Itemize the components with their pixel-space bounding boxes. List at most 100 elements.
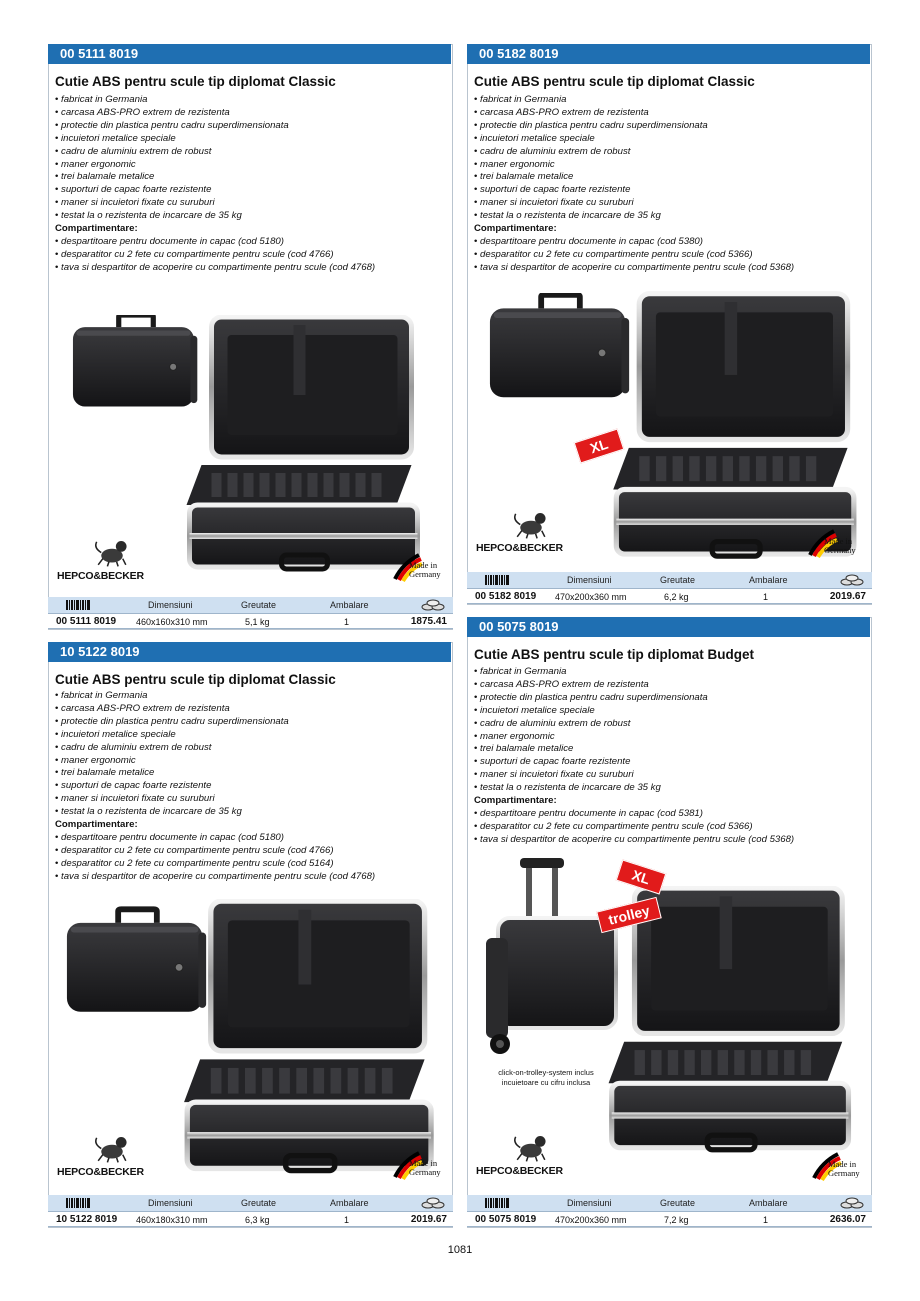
weight-value: 5,1 kg — [245, 617, 270, 627]
dog-logo-icon — [508, 1130, 554, 1162]
spec-table-header: Dimensiuni Greutate Ambalare — [48, 1195, 453, 1211]
feature-item: maner ergonomic — [474, 731, 865, 744]
barcode-icon — [485, 575, 509, 585]
dimensions-label: Dimensiuni — [148, 1198, 193, 1208]
dimensions-label: Dimensiuni — [567, 575, 612, 585]
spec-table-header: Dimensiuni Greutate Ambalare — [467, 1195, 872, 1211]
made-in-germany-badge: Made in Germany — [393, 553, 451, 589]
feature-item: cadru de aluminiu extrem de robust — [55, 146, 446, 159]
dimensions-value: 470x200x360 mm — [555, 592, 627, 602]
feature-item: trei balamale metalice — [474, 743, 865, 756]
coins-icon — [840, 1197, 864, 1209]
price: 2019.67 — [829, 591, 866, 602]
feature-item: protectie din plastica pentru cadru supe… — [474, 120, 865, 133]
product-title: Cutie ABS pentru scule tip diplomat Budg… — [474, 647, 755, 662]
page-number: 1081 — [447, 1244, 473, 1256]
open-case-image — [177, 899, 437, 1177]
coins-icon — [421, 1197, 445, 1209]
coins-icon — [840, 574, 864, 586]
packaging-label: Ambalare — [330, 600, 369, 610]
spec-table-header: Dimensiuni Greutate Ambalare — [48, 597, 453, 613]
packaging-label: Ambalare — [330, 1198, 369, 1208]
spec-table-row: 00 5111 8019 460x160x310 mm 5,1 kg 1 187… — [48, 613, 453, 629]
brand-name: HEPCO&BECKER — [57, 570, 144, 582]
packaging-value: 1 — [344, 617, 350, 627]
coins-icon — [421, 599, 445, 611]
made-in-germany-text: Made in Germany — [409, 560, 441, 579]
feature-item: maner si incuietori fixate cu suruburi — [55, 793, 446, 806]
packaging-value: 1 — [344, 1215, 350, 1225]
open-case-image — [608, 287, 858, 567]
spec-table-row: 00 5182 8019 470x200x360 mm 6,2 kg 1 201… — [467, 588, 872, 604]
brand-logo: HEPCO&BECKER — [57, 535, 147, 585]
price: 1875.41 — [410, 616, 447, 627]
feature-item: fabricat in Germania — [55, 94, 446, 107]
product-card: 00 5182 8019 Cutie ABS pentru scule tip … — [467, 44, 872, 605]
feature-item: incuietori metalice speciale — [474, 705, 865, 718]
dimensions-value: 470x200x360 mm — [555, 1215, 627, 1225]
feature-item: carcasa ABS-PRO extrem de rezistenta — [474, 107, 865, 120]
weight-value: 6,3 kg — [245, 1215, 270, 1225]
barcode-icon — [66, 600, 90, 610]
feature-item: fabricat in Germania — [474, 94, 865, 107]
compartments-heading: Compartimentare: — [474, 795, 557, 807]
feature-list: fabricat in Germania carcasa ABS-PRO ext… — [55, 690, 446, 884]
product-code: 00 5182 8019 — [475, 591, 537, 602]
german-flag-icon — [808, 529, 838, 559]
spec-table-header: Dimensiuni Greutate Ambalare — [467, 572, 872, 588]
feature-item: maner si incuietori fixate cu suruburi — [474, 197, 865, 210]
made-in-germany-badge: Made in Germany — [812, 1152, 870, 1188]
product-code: 00 5075 8019 — [475, 1214, 537, 1225]
spec-table: Dimensiuni Greutate Ambalare 00 5075 801… — [467, 1195, 872, 1227]
product-code: 10 5122 8019 — [56, 1214, 118, 1225]
packaging-value: 1 — [763, 592, 769, 602]
compartment-item: tava si despartitor de acoperire cu comp… — [474, 262, 865, 275]
spec-table-row: 00 5075 8019 470x200x360 mm 7,2 kg 1 263… — [467, 1211, 872, 1227]
dog-logo-icon — [89, 535, 135, 567]
weight-label: Greutate — [241, 1198, 277, 1208]
product-title: Cutie ABS pentru scule tip diplomat Clas… — [55, 672, 336, 687]
compartments-heading: Compartimentare: — [474, 223, 557, 235]
dimensions-value: 460x160x310 mm — [136, 617, 208, 627]
price: 2019.67 — [410, 1214, 447, 1225]
german-flag-icon — [393, 1151, 423, 1181]
compartment-item: tava si despartitor de acoperire cu comp… — [55, 262, 446, 275]
compartment-item: despartitoare pentru documente in capac … — [474, 808, 865, 821]
feature-item: fabricat in Germania — [474, 666, 865, 679]
made-in-germany-badge: Made in Germany — [808, 529, 866, 565]
brand-name: HEPCO&BECKER — [476, 542, 563, 554]
barcode-icon — [66, 1198, 90, 1208]
feature-item: maner ergonomic — [55, 755, 446, 768]
feature-item: maner ergonomic — [55, 159, 446, 172]
spec-table-row: 10 5122 8019 460x180x310 mm 6,3 kg 1 201… — [48, 1211, 453, 1227]
feature-item: testat la o rezistenta de incarcare de 3… — [474, 210, 865, 223]
made-in-germany-text: Made in Germany — [828, 1159, 860, 1178]
feature-item: suporturi de capac foarte rezistente — [55, 780, 446, 793]
feature-item: incuietori metalice speciale — [474, 133, 865, 146]
brand-logo: HEPCO&BECKER — [57, 1131, 147, 1181]
dimensions-value: 460x180x310 mm — [136, 1215, 208, 1225]
weight-value: 7,2 kg — [664, 1215, 689, 1225]
feature-item: protectie din plastica pentru cadru supe… — [55, 120, 446, 133]
brand-logo: HEPCO&BECKER — [476, 507, 566, 557]
trolley-case-image — [482, 858, 622, 1058]
weight-label: Greutate — [660, 575, 696, 585]
dog-logo-icon — [508, 507, 554, 539]
spec-table: Dimensiuni Greutate Ambalare 00 5111 801… — [48, 597, 453, 629]
price: 2636.07 — [829, 1214, 866, 1225]
feature-item: protectie din plastica pentru cadru supe… — [55, 716, 446, 729]
product-code-header: 00 5182 8019 — [467, 44, 870, 64]
trolley-callout: click-on-trolley-system inclus incuietoa… — [498, 1068, 594, 1087]
product-code-header: 00 5111 8019 — [48, 44, 451, 64]
product-title: Cutie ABS pentru scule tip diplomat Clas… — [55, 74, 336, 89]
compartment-item: despartitoare pentru documente in capac … — [55, 832, 446, 845]
spec-table: Dimensiuni Greutate Ambalare 00 5182 801… — [467, 572, 872, 604]
compartment-item: desparatitor cu 2 fete cu compartimente … — [474, 249, 865, 262]
feature-item: cadru de aluminiu extrem de robust — [55, 742, 446, 755]
feature-item: carcasa ABS-PRO extrem de rezistenta — [55, 703, 446, 716]
brand-name: HEPCO&BECKER — [57, 1166, 144, 1178]
dimensions-label: Dimensiuni — [567, 1198, 612, 1208]
feature-item: carcasa ABS-PRO extrem de rezistenta — [55, 107, 446, 120]
feature-item: cadru de aluminiu extrem de robust — [474, 718, 865, 731]
german-flag-icon — [393, 553, 423, 583]
